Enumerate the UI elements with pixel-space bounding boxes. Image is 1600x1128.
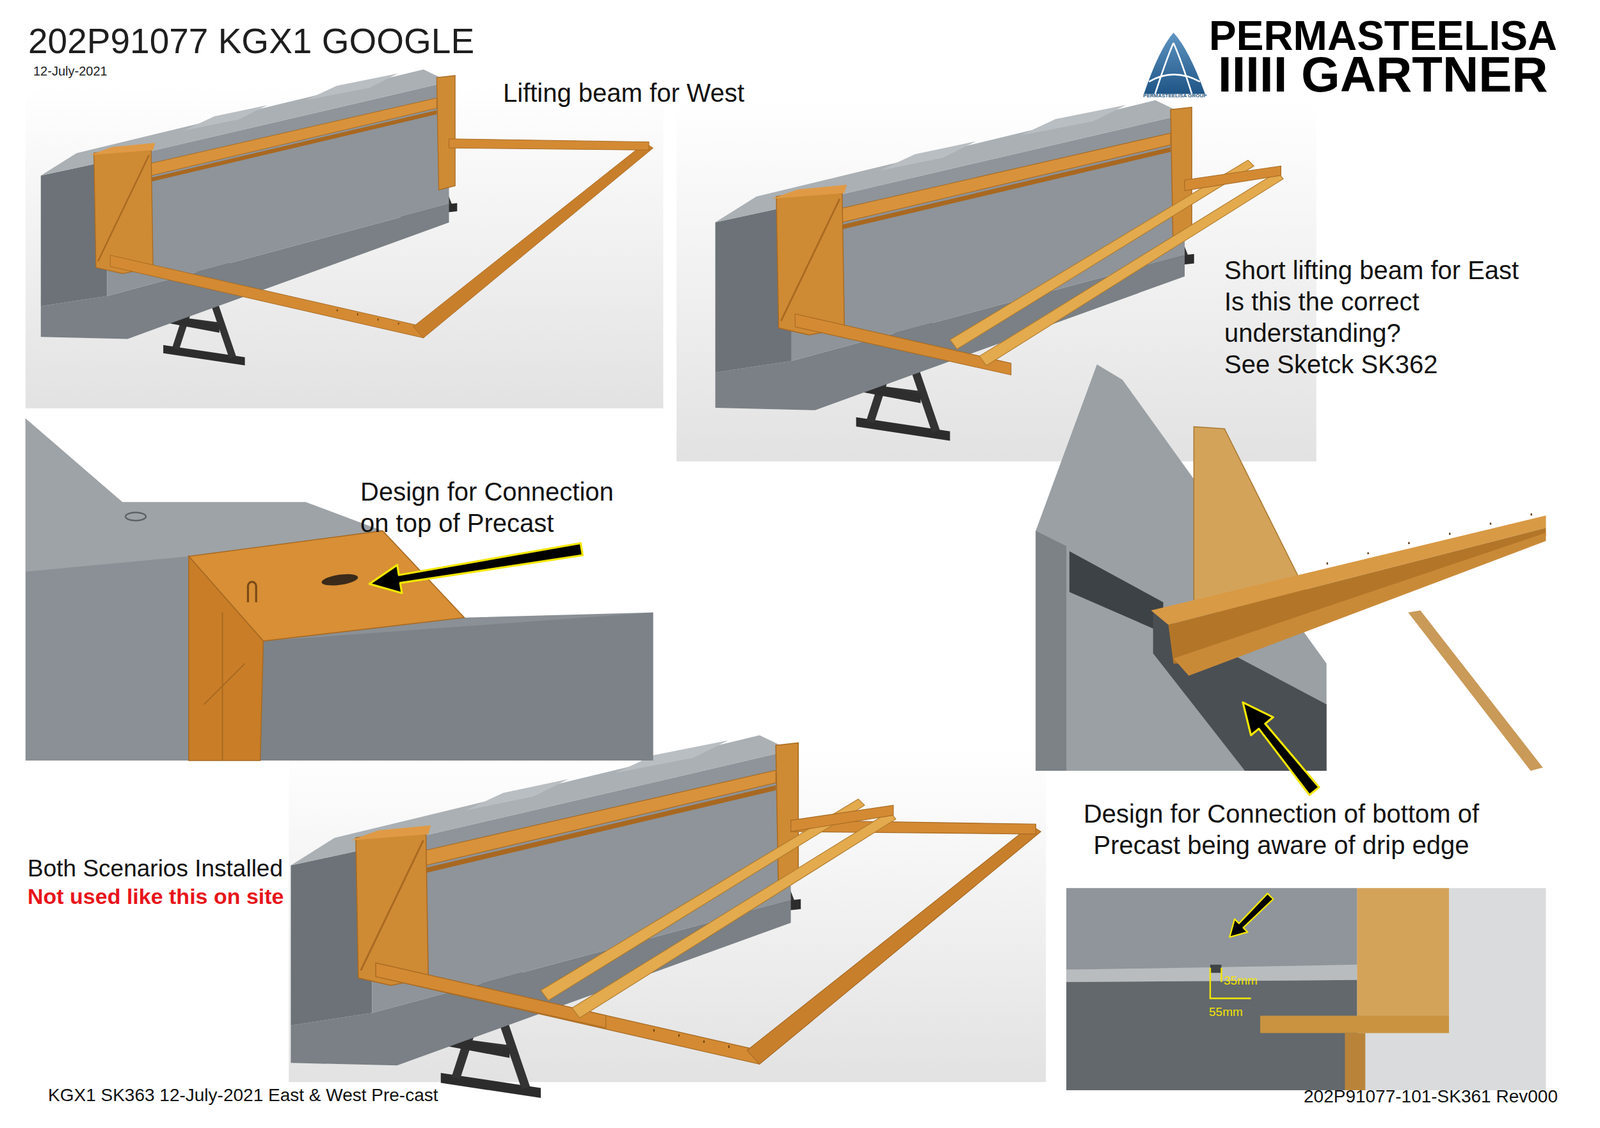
lifting-frame [794,160,1284,376]
drawing-number: 202P91077-101-SK361 Rev000 [1303,1086,1558,1107]
frame-bar [1408,610,1543,771]
precast-face [1066,887,1357,970]
logo-subtext: PERMASTEELISA GROUP [1143,93,1208,100]
drip-groove [1210,964,1222,973]
recess [1069,551,1164,633]
bottom-connection-closeup [1035,364,1546,795]
plate-seam [204,612,246,761]
logo-text: IIIII GARTNER [1217,46,1549,104]
both-render [290,735,1041,1098]
dimension-label: 35mm [1223,973,1258,988]
scenario-note: Both Scenarios Installed [27,855,283,883]
logo-lines [1148,42,1200,95]
slot [320,572,359,588]
callout-note: See Sketck SK362 [1224,348,1439,381]
precast-soffit [1066,964,1357,982]
callout-note: Design for Connection on top of Precast [360,476,630,539]
east-render [715,100,1284,441]
leader-arrow [1229,893,1273,937]
callout-note: Is this the correct understanding? [1224,286,1436,349]
callout-note: Design for Connection of bottom of Preca… [1063,798,1499,861]
cap-front-plate [188,556,264,761]
sheet-reference: KGX1 SK363 12-July-2021 East & West Pre-… [48,1084,439,1106]
lifting-frame [110,138,653,338]
callout-note: Short lifting beam for East [1224,254,1519,287]
hook [247,581,256,603]
detail-panel [1066,887,1546,1090]
bolt-holes [1326,514,1533,564]
lifting-socket [125,512,146,521]
lifting-frame [375,819,1041,1064]
steel-web [1344,1032,1366,1090]
top-connection-closeup [25,418,654,761]
precast-face [1035,364,1327,771]
leader-arrow [369,542,583,593]
steel-plate [1357,887,1449,1019]
date-stamp: 12-July-2021 [33,64,108,79]
dimension-label: 55mm [1208,1004,1243,1019]
leader-arrow [1242,702,1320,795]
precast-edge [1035,530,1067,771]
sheet-title: 202P91077 KGX1 GOOGLE [28,21,475,62]
warning-note: Not used like this on site [27,883,285,909]
lifting-frame [375,798,896,1028]
drip-edge-detail [1066,887,1546,1090]
steel-flange [1260,1015,1449,1033]
beam-flange [1173,532,1547,676]
callout-note: Lifting beam for West [503,78,745,108]
west-render [40,69,654,365]
precast-body [25,418,654,761]
precast-shadow [1066,979,1357,1090]
logo-dome [1143,32,1206,95]
